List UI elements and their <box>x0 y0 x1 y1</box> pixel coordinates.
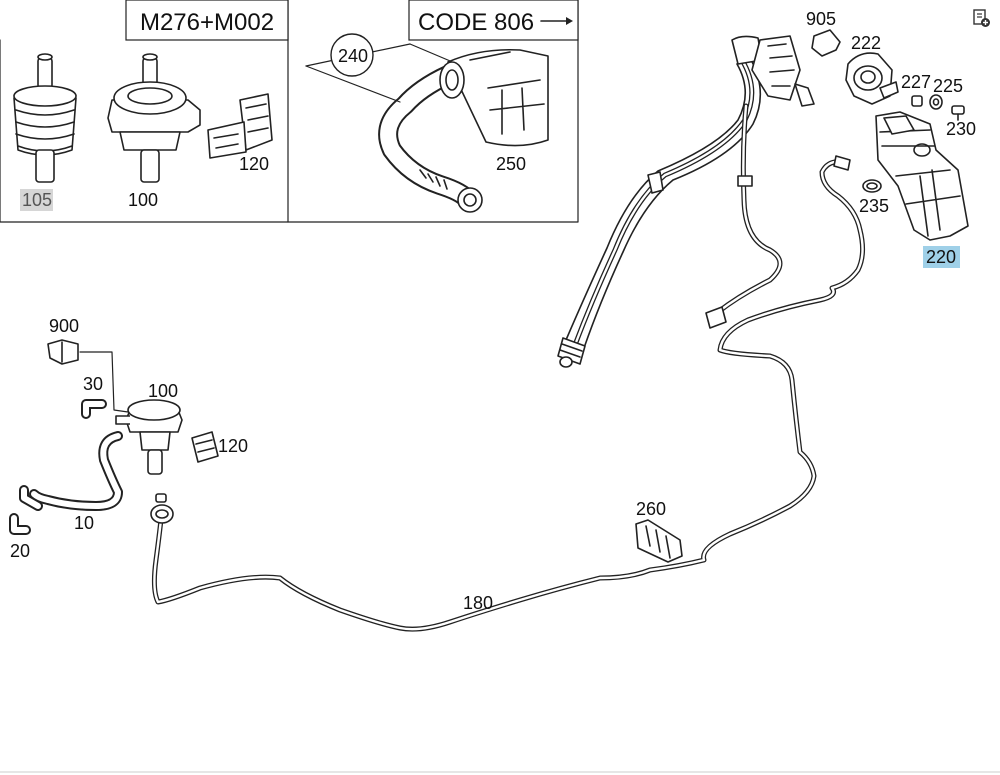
label-120-inset[interactable]: 120 <box>239 154 269 174</box>
part-227-plug[interactable] <box>911 95 923 107</box>
label-180[interactable]: 180 <box>463 593 493 613</box>
part-225-ring[interactable] <box>929 94 943 110</box>
label-260[interactable]: 260 <box>636 499 666 519</box>
label-240-callout <box>305 33 463 103</box>
variant-box-title: M276+M002 <box>140 9 274 36</box>
label-250[interactable]: 250 <box>496 154 526 174</box>
label-222[interactable]: 222 <box>851 33 881 53</box>
label-220[interactable]: 220 <box>926 247 956 267</box>
label-900[interactable]: 900 <box>49 316 79 336</box>
code-box-title: CODE 806 <box>418 9 534 36</box>
label-230[interactable]: 230 <box>946 119 976 139</box>
part-filler-neck[interactable] <box>557 35 815 368</box>
part-20-elbow[interactable] <box>9 485 43 535</box>
part-240-hose[interactable] <box>378 65 483 213</box>
code-box-title-frame <box>408 0 579 41</box>
variant-box-title-frame <box>125 0 289 41</box>
part-222-valve[interactable] <box>845 52 899 105</box>
part-105-valve[interactable] <box>13 53 77 183</box>
part-260-clip[interactable] <box>635 519 683 563</box>
label-905[interactable]: 905 <box>806 9 836 29</box>
label-225[interactable]: 225 <box>933 76 963 96</box>
label-100-inset[interactable]: 100 <box>128 190 158 210</box>
bottom-divider <box>0 771 1000 773</box>
arrow-right-icon <box>566 17 573 25</box>
label-220-highlight <box>923 246 960 268</box>
part-120-inset-bracket[interactable] <box>207 93 273 159</box>
part-10-hose[interactable] <box>29 431 123 511</box>
part-250-canister[interactable] <box>439 48 549 147</box>
part-120-connector[interactable] <box>191 431 219 463</box>
label-105-highlight <box>20 189 53 211</box>
part-180-vent-line[interactable] <box>151 155 866 632</box>
label-100[interactable]: 100 <box>148 381 178 401</box>
label-105[interactable]: 105 <box>22 190 52 210</box>
part-900-label-tag[interactable] <box>47 339 79 365</box>
part-30-elbow[interactable] <box>81 399 107 419</box>
label-30[interactable]: 30 <box>83 374 103 394</box>
inset-variant-box: M276+M002 <box>0 0 289 223</box>
part-100-inset[interactable] <box>107 53 201 183</box>
part-line-loop-fitting[interactable] <box>150 493 174 524</box>
part-100-valve[interactable] <box>115 399 183 475</box>
label-10[interactable]: 10 <box>74 513 94 533</box>
label-20[interactable]: 20 <box>10 541 30 561</box>
label-240[interactable]: 240 <box>338 46 368 66</box>
label-120[interactable]: 120 <box>218 436 248 456</box>
inset-code-box: CODE 806 <box>287 0 579 223</box>
part-220-canister[interactable] <box>875 111 969 241</box>
label-227[interactable]: 227 <box>901 72 931 92</box>
label-235[interactable]: 235 <box>859 196 889 216</box>
label-900-leader <box>79 351 129 413</box>
part-vent-line-upper[interactable] <box>705 103 783 329</box>
add-to-notes-icon[interactable] <box>971 8 991 28</box>
part-230-screw[interactable] <box>951 105 965 121</box>
part-235-clamp[interactable] <box>862 179 882 193</box>
part-905-label-tag[interactable] <box>811 29 841 57</box>
